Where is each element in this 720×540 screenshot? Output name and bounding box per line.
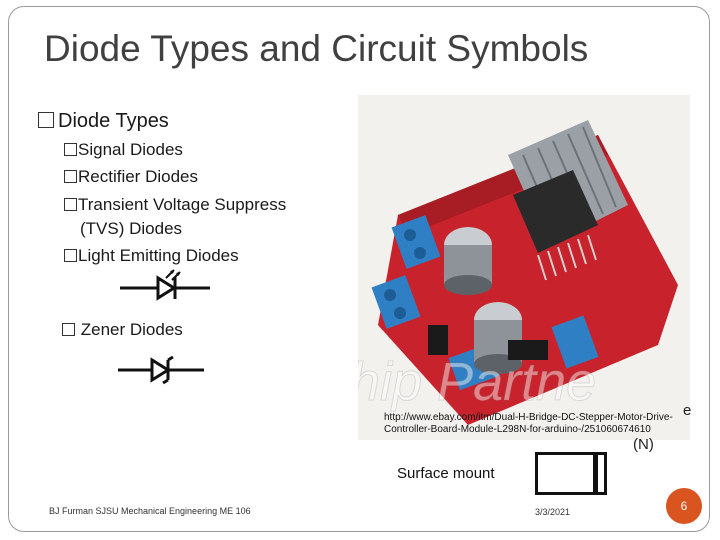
photo-watermark: hip Partne bbox=[358, 352, 596, 412]
partial-label-e: e bbox=[683, 402, 692, 419]
checkbox-bullet-icon bbox=[64, 249, 77, 262]
board-illustration: hip Partne bbox=[358, 95, 690, 440]
list-item: Signal Diodes bbox=[64, 140, 183, 160]
zener-diode-symbol-icon bbox=[118, 355, 204, 385]
footer-date: 3/3/2021 bbox=[535, 507, 571, 517]
list-item: Light Emitting Diodes bbox=[64, 246, 239, 266]
slide-title: Diode Types and Circuit Symbols bbox=[44, 28, 589, 69]
list-item: Transient Voltage Suppress bbox=[64, 195, 286, 215]
page-number-badge: 6 bbox=[666, 488, 702, 524]
list-item-continuation: (TVS) Diodes bbox=[80, 219, 183, 238]
surface-mount-label: Surface mount bbox=[397, 465, 495, 482]
checkbox-bullet-icon bbox=[64, 143, 77, 156]
main-bullet-label: Diode Types bbox=[58, 110, 169, 132]
checkbox-bullet-icon bbox=[64, 198, 77, 211]
zener-item: Zener Diodes bbox=[62, 320, 183, 340]
list-item: Rectifier Diodes bbox=[64, 167, 198, 187]
footer-author: BJ Furman SJSU Mechanical Engineering ME… bbox=[49, 506, 251, 516]
main-bullet: Diode Types bbox=[38, 110, 169, 133]
led-symbol-icon bbox=[120, 269, 210, 301]
surface-mount-package-icon bbox=[535, 452, 607, 495]
checkbox-bullet-icon bbox=[38, 112, 54, 128]
slide-frame bbox=[8, 6, 710, 532]
checkbox-bullet-icon bbox=[62, 323, 75, 336]
image-source-caption: http://www.ebay.com/itm/Dual-H-Bridge-DC… bbox=[384, 412, 673, 435]
checkbox-bullet-icon bbox=[64, 170, 77, 183]
partial-label-n: (N) bbox=[633, 436, 654, 453]
motor-driver-board-photo: hip Partne bbox=[358, 95, 690, 440]
